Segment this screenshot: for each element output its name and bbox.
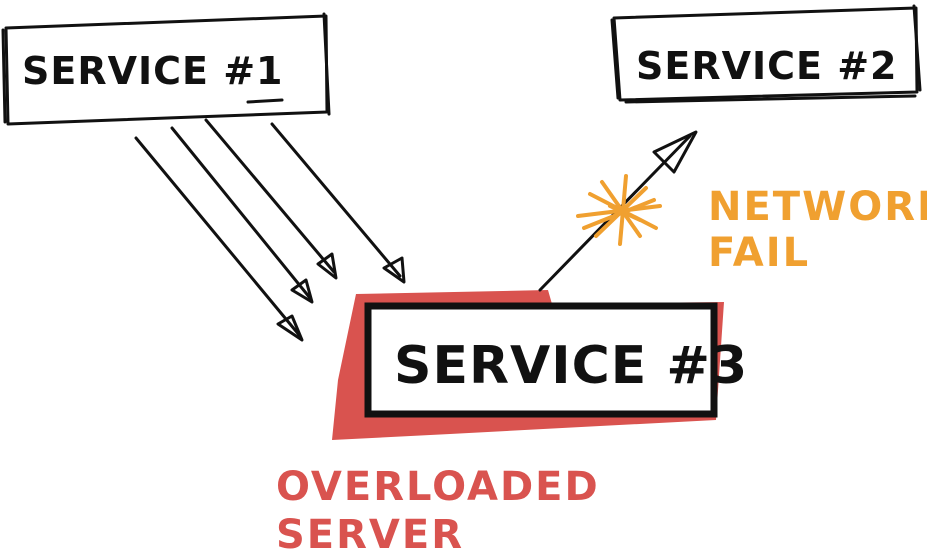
service-2-label: SERVICE #2	[636, 44, 898, 88]
network-fail-line-1: NETWORK	[708, 184, 927, 230]
arrow-1	[134, 136, 304, 342]
service-1-underline	[246, 98, 284, 104]
overloaded-line-1: OVERLOADED	[276, 464, 600, 510]
network-fail-line-2: FAIL	[708, 230, 810, 276]
service-2-node[interactable]: SERVICE #2	[610, 4, 922, 104]
overloaded-line-2: SERVER	[276, 512, 464, 557]
network-fail-burst-icon	[576, 174, 662, 246]
arrow-2	[170, 126, 314, 304]
network-fail-annotation: NETWORK FAIL	[708, 184, 927, 276]
arrow-4	[270, 122, 406, 284]
service-3-box	[364, 302, 718, 418]
service-1-label: SERVICE #1	[22, 49, 284, 93]
service-1-box	[4, 14, 329, 126]
service-1-box-echo	[1, 12, 331, 124]
service-2-box-echo	[610, 4, 922, 104]
arrow-3	[204, 118, 338, 280]
service-2-box	[612, 6, 919, 102]
service-3-node[interactable]: SERVICE #3	[364, 302, 748, 418]
service-3-label: SERVICE #3	[394, 336, 748, 396]
request-arrows	[134, 118, 406, 342]
service-1-node[interactable]: SERVICE #1	[1, 12, 331, 126]
overloaded-server-annotation: OVERLOADED SERVER	[276, 464, 600, 557]
